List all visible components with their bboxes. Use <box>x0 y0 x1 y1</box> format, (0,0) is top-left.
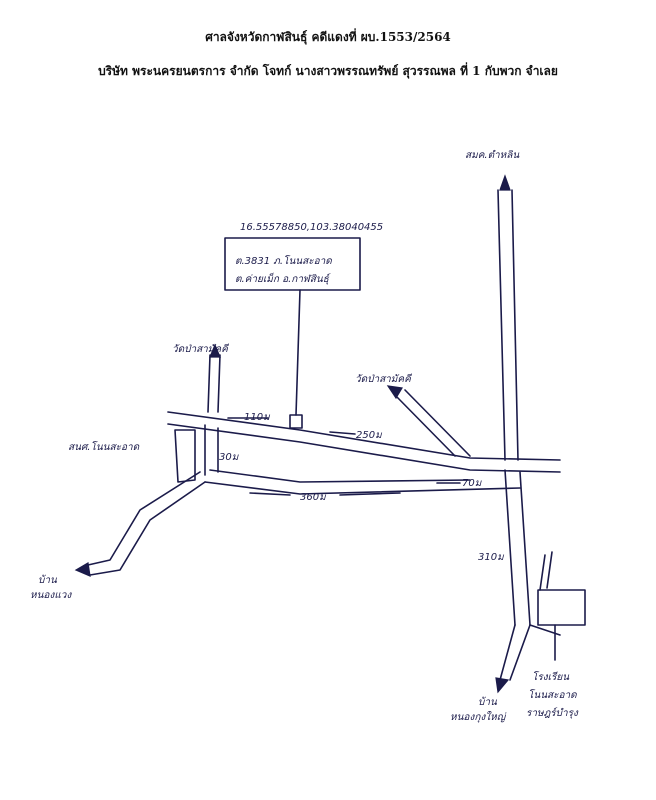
south-exit-label-1: บ้าน <box>478 696 498 708</box>
tick-250 <box>329 431 356 435</box>
tick-360-b <box>339 492 401 496</box>
north-road-left-edge <box>497 189 506 461</box>
address-line-1: ต.3831 ภ.โนนสะอาด <box>235 255 332 267</box>
south-branch-b <box>509 624 531 681</box>
short-diagonal-a <box>539 554 546 591</box>
west-exit-label-2: หนองแวง <box>30 590 72 601</box>
south-exit-label-2: หนองกุงใหญ่ <box>450 711 507 723</box>
address-line-2: ต.ค่ายเม็ก อ.กาฬสินธุ์ <box>235 272 331 285</box>
temple-left-road-edge-b <box>217 354 221 413</box>
temple-left-label: วัดป่าสามัคคี <box>172 343 230 355</box>
target-marker <box>289 414 303 429</box>
school-south-label-3: ราษฎร์บำรุง <box>526 707 579 719</box>
main-road-upper-edge <box>167 411 561 461</box>
south-road-a <box>504 469 516 626</box>
main-road-lower-edge <box>167 423 561 473</box>
parties-line: บริษัท พระนครยนตรการ จำกัด โจทก์ นางสาวพ… <box>98 64 558 78</box>
temple-right-label: วัดป่าสามัคคี <box>355 373 413 385</box>
distance-110: 110ม <box>244 412 271 423</box>
temple-left-arrow-icon <box>209 343 221 358</box>
distance-250: 250ม <box>356 430 383 441</box>
temple-right-arrow-icon <box>386 385 403 400</box>
distance-30: 30ม <box>219 452 240 463</box>
south-road-b <box>519 471 531 626</box>
school-left-box <box>174 429 196 483</box>
school-south-box <box>537 589 586 626</box>
north-road-right-edge <box>511 189 519 461</box>
distance-310: 310ม <box>478 552 505 563</box>
south-arrow-icon <box>495 677 510 694</box>
distance-70: 70ม <box>462 478 483 489</box>
lower-road-lower-edge <box>204 481 521 495</box>
north-arrow-icon <box>499 174 511 191</box>
lower-road-upper-edge <box>209 469 471 483</box>
school-left-label: สนศ.โนนสะอาด <box>68 441 140 453</box>
temple-right-road-b <box>404 389 471 457</box>
temple-left-road-edge-a <box>207 354 211 413</box>
address-box <box>224 237 361 291</box>
tick-360-a <box>249 492 291 496</box>
west-arrow-icon <box>74 562 91 577</box>
southwest-road-a <box>89 481 206 576</box>
south-branch-a <box>499 624 516 681</box>
school-south-label-1: โรงเรียน <box>532 671 570 683</box>
west-exit-label-1: บ้าน <box>38 574 58 586</box>
coordinates-label: 16.55578850,103.38040455 <box>240 222 383 233</box>
distance-360: 360ม <box>300 492 327 503</box>
temple-right-road-a <box>394 394 456 457</box>
court-case-title: ศาลจังหวัดกาฬสินธุ์ คดีแดงที่ ผบ.1553/25… <box>205 30 451 44</box>
southwest-road-b <box>87 471 201 566</box>
school-south-label-2: โนนสะอาด <box>528 689 577 701</box>
address-pointer <box>295 289 301 416</box>
short-diagonal-b <box>546 551 553 589</box>
north-label: สมค.ตำหลิน <box>465 149 520 161</box>
